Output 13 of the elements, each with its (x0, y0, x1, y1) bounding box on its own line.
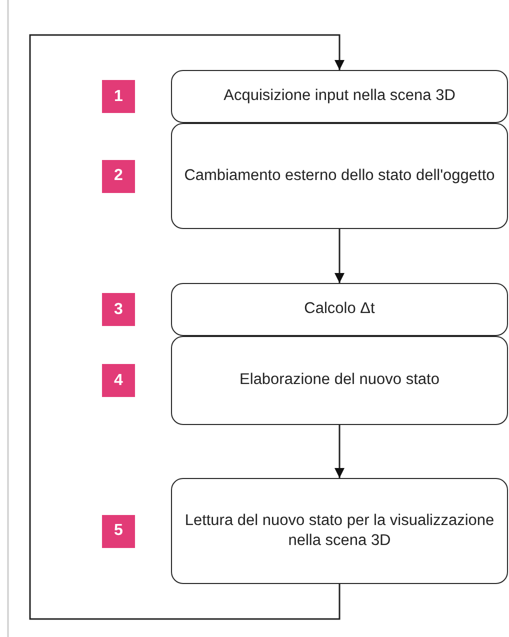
step-number-badge: 1 (102, 80, 135, 113)
arrow (334, 425, 344, 478)
arrow (29, 34, 344, 620)
process-box: Calcolo Δt (171, 283, 508, 336)
step-number-badge: 4 (102, 364, 135, 397)
process-box: Lettura del nuovo stato per la visualizzazione nella scena 3D (171, 478, 508, 584)
process-box: Elaborazione del nuovo stato (171, 336, 508, 425)
step-number-badge: 2 (102, 160, 135, 192)
step-number-badge: 3 (102, 293, 135, 326)
arrow (334, 229, 344, 283)
process-box: Acquisizione input nella scena 3D (171, 70, 508, 123)
step-number-badge: 5 (102, 514, 135, 548)
process-box: Cambiamento esterno dello stato dell'oggetto (171, 123, 508, 229)
